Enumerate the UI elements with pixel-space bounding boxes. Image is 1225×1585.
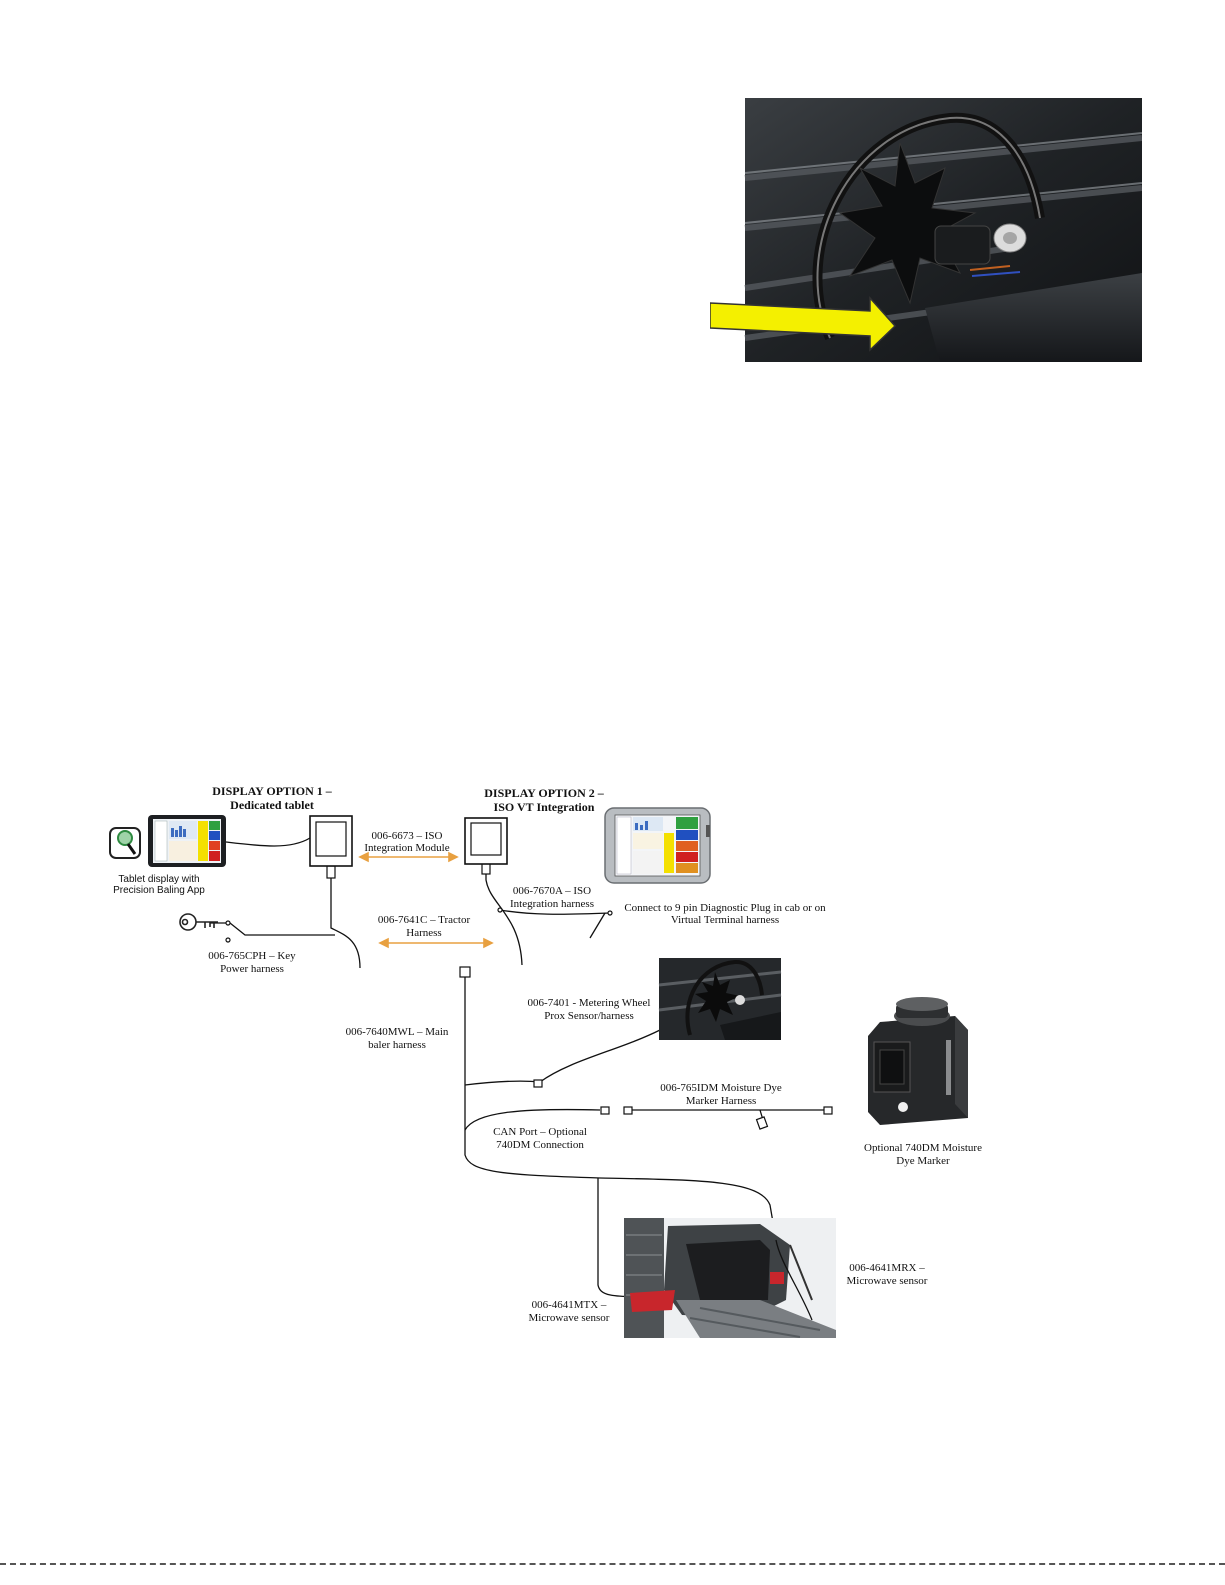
- iso-module-label-2: Integration Module: [364, 842, 450, 854]
- key-power-label-2: Power harness: [220, 963, 284, 975]
- optional-dye-marker-label-2: Dye Marker: [896, 1155, 950, 1167]
- microwave-mrx-label-2: Microwave sensor: [846, 1275, 928, 1287]
- dye-marker-harness-label-2: Marker Harness: [685, 1095, 757, 1107]
- tractor-harness-label-2: Harness: [406, 927, 442, 939]
- microwave-mtx-label-2: Microwave sensor: [528, 1312, 610, 1324]
- iso-harness-label-2: Integration harness: [510, 898, 594, 910]
- metering-wheel-label-2: Prox Sensor/harness: [544, 1010, 634, 1022]
- tablet-caption-line-1: Tablet display with: [118, 874, 200, 885]
- iso-harness-label-1: 006-7670A – ISO: [512, 885, 592, 897]
- main-baler-label-1: 006-7640MWL – Main: [345, 1026, 449, 1038]
- display-option-1-subtitle: Dedicated tablet: [230, 798, 314, 812]
- can-port-label-1: CAN Port – Optional: [493, 1126, 587, 1138]
- key-icon: [179, 913, 218, 931]
- iso-module-1: [309, 815, 353, 867]
- vt-display-icon: [604, 807, 711, 884]
- yellow-arrow: [710, 296, 897, 352]
- magnifier-icon: [109, 827, 141, 859]
- dye-marker-device: [868, 997, 968, 1125]
- key-power-label-1: 006-765CPH – Key: [208, 950, 296, 962]
- diagnostic-plug-label-2: Virtual Terminal harness: [670, 914, 780, 926]
- metering-wheel-label-1: 006-7401 - Metering Wheel: [527, 997, 651, 1009]
- display-option-2-subtitle: ISO VT Integration: [493, 800, 595, 814]
- diagnostic-plug-label-1: Connect to 9 pin Diagnostic Plug in cab …: [624, 902, 826, 914]
- can-port-label-2: 740DM Connection: [496, 1139, 584, 1151]
- page-bottom-rule: [0, 1563, 1225, 1565]
- optional-dye-marker-label-1: Optional 740DM Moisture: [864, 1142, 982, 1154]
- tablet-icon: [148, 815, 226, 867]
- iso-module-label-1: 006-6673 – ISO: [371, 830, 443, 842]
- metering-wheel-photo: [710, 98, 1142, 362]
- tablet-caption-line-2: Precision Baling App: [113, 885, 205, 896]
- metering-wheel-thumbnail: [658, 958, 782, 1040]
- iso-module-2: [464, 817, 508, 865]
- display-option-1-title: DISPLAY OPTION 1 –: [212, 784, 332, 798]
- baler-chamber-render: [624, 1218, 836, 1338]
- display-option-2-title: DISPLAY OPTION 2 –: [484, 786, 604, 800]
- microwave-mrx-label-1: 006-4641MRX –: [849, 1262, 925, 1274]
- tractor-harness-label-1: 006-7641C – Tractor: [377, 914, 471, 926]
- main-baler-label-2: baler harness: [368, 1039, 426, 1051]
- dye-marker-harness-label-1: 006-765IDM Moisture Dye: [660, 1082, 782, 1094]
- microwave-mtx-label-1: 006-4641MTX –: [531, 1299, 607, 1311]
